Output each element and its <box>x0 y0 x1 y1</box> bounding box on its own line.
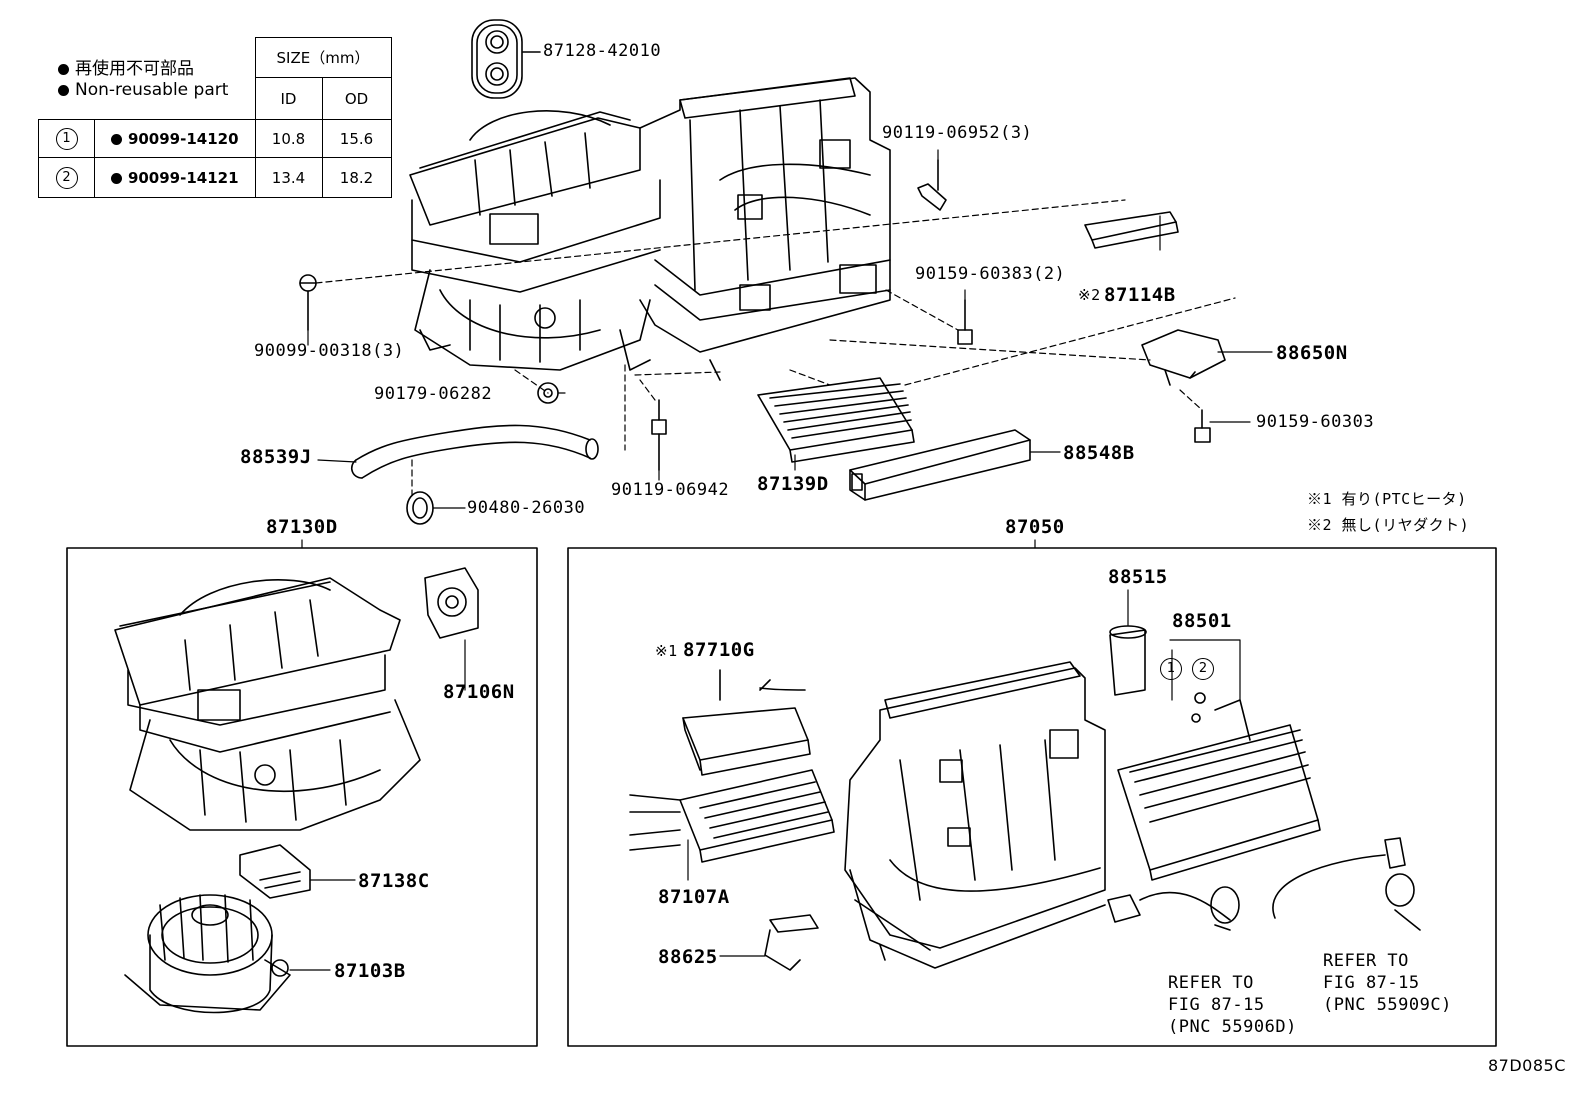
bullet-icon <box>110 133 122 145</box>
table-row: 2 90099-14121 13.4 18.2 <box>38 157 392 198</box>
refer-right-line2[interactable]: FIG 87-15 <box>1323 973 1420 993</box>
thermistor-right-drawing <box>1272 837 1421 931</box>
bullet-icon <box>110 172 122 184</box>
refer-right-line3[interactable]: (PNC 55909C) <box>1323 995 1452 1015</box>
grommet-drawing <box>471 19 541 99</box>
table-row: 1 90099-14120 10.8 15.6 <box>38 119 392 158</box>
fasteners-drawing <box>299 159 1211 525</box>
hose-88539j-drawing <box>350 424 599 479</box>
label-90099-00318[interactable]: 90099-00318(3) <box>254 341 405 361</box>
blower-unit-drawing <box>114 577 421 831</box>
case-87050-drawing <box>844 661 1106 969</box>
refer-right-line1[interactable]: REFER TO <box>1323 951 1409 971</box>
label-90159-60383[interactable]: 90159-60383(2) <box>915 264 1066 284</box>
sensor-88650n-drawing <box>1141 329 1226 386</box>
heater-core-87107a-drawing <box>629 769 835 881</box>
legend-jp: 再使用不可部品 <box>58 54 194 79</box>
col-od-header: OD <box>321 77 392 120</box>
ref-circle: 1 <box>55 127 78 150</box>
group-box-87050 <box>567 547 1497 1047</box>
label-88650n[interactable]: 88650N <box>1276 342 1348 364</box>
bullet-icon <box>58 63 69 75</box>
solid-leaders <box>307 149 1273 509</box>
label-87139d[interactable]: 87139D <box>757 473 829 495</box>
label-87050[interactable]: 87050 <box>1005 516 1065 538</box>
sensor-88625-drawing <box>719 914 819 971</box>
bullet-icon <box>58 84 69 96</box>
diagram-code: 87D085C <box>1488 1056 1566 1075</box>
actuator-87106n-drawing <box>424 567 479 691</box>
blower-motor-87103b-drawing <box>124 894 331 1014</box>
label-87106n[interactable]: 87106N <box>443 681 515 703</box>
part-88548b-drawing <box>849 429 1031 501</box>
note-2: ※2 無し(リヤダクト) <box>1307 516 1470 534</box>
refer-left-line1[interactable]: REFER TO <box>1168 973 1254 993</box>
hvac-unit-top-drawing <box>409 77 891 381</box>
label-87107a[interactable]: 87107A <box>658 886 730 908</box>
resistor-87138c-drawing <box>239 844 356 899</box>
label-90480-26030[interactable]: 90480-26030 <box>467 498 586 518</box>
label-87114b-mark: ※2 <box>1078 286 1101 304</box>
ref-circle: 2 <box>55 166 78 189</box>
label-88548b[interactable]: 88548B <box>1063 442 1135 464</box>
refer-left-line2[interactable]: FIG 87-15 <box>1168 995 1265 1015</box>
label-90119-06952[interactable]: 90119-06952(3) <box>882 123 1033 143</box>
label-90159-60303[interactable]: 90159-60303 <box>1256 412 1375 432</box>
ptc-heater-87710g-drawing <box>682 669 811 776</box>
label-87103b[interactable]: 87103B <box>334 960 406 982</box>
size-table: SIZE（mm） ID OD 1 90099-14120 10.8 15.6 2… <box>38 37 392 198</box>
label-87114b[interactable]: 87114B <box>1104 284 1176 306</box>
label-88501[interactable]: 88501 <box>1172 610 1232 632</box>
label-88625[interactable]: 88625 <box>658 946 718 968</box>
size-header: SIZE（mm） <box>254 37 392 78</box>
evaporator-88501-drawing <box>1117 639 1321 881</box>
label-87128-42010[interactable]: 87128-42010 <box>543 41 662 61</box>
col-id-header: ID <box>254 77 323 120</box>
label-87710g[interactable]: 87710G <box>683 639 755 661</box>
expansion-valve-88515-drawing <box>1109 589 1147 696</box>
label-90179-06282[interactable]: 90179-06282 <box>374 384 493 404</box>
thermistor-left-drawing <box>1107 886 1240 931</box>
label-88539j[interactable]: 88539J <box>240 446 312 468</box>
ref-circle-2: 2 <box>1192 657 1214 680</box>
refer-left-line3[interactable]: (PNC 55906D) <box>1168 1017 1297 1037</box>
dashed-leaders <box>315 199 1236 496</box>
note-1: ※1 有り(PTCヒータ) <box>1307 490 1467 508</box>
filter-87139d-drawing <box>757 377 915 463</box>
label-87130d[interactable]: 87130D <box>266 516 338 538</box>
legend-en: Non-reusable part <box>58 80 228 100</box>
label-90119-06942[interactable]: 90119-06942 <box>611 480 730 500</box>
label-87710g-mark: ※1 <box>655 642 678 660</box>
label-88515[interactable]: 88515 <box>1108 566 1168 588</box>
duct-87114b-drawing <box>1084 211 1179 249</box>
label-87138c[interactable]: 87138C <box>358 870 430 892</box>
ref-circle-1: 1 <box>1160 657 1182 680</box>
